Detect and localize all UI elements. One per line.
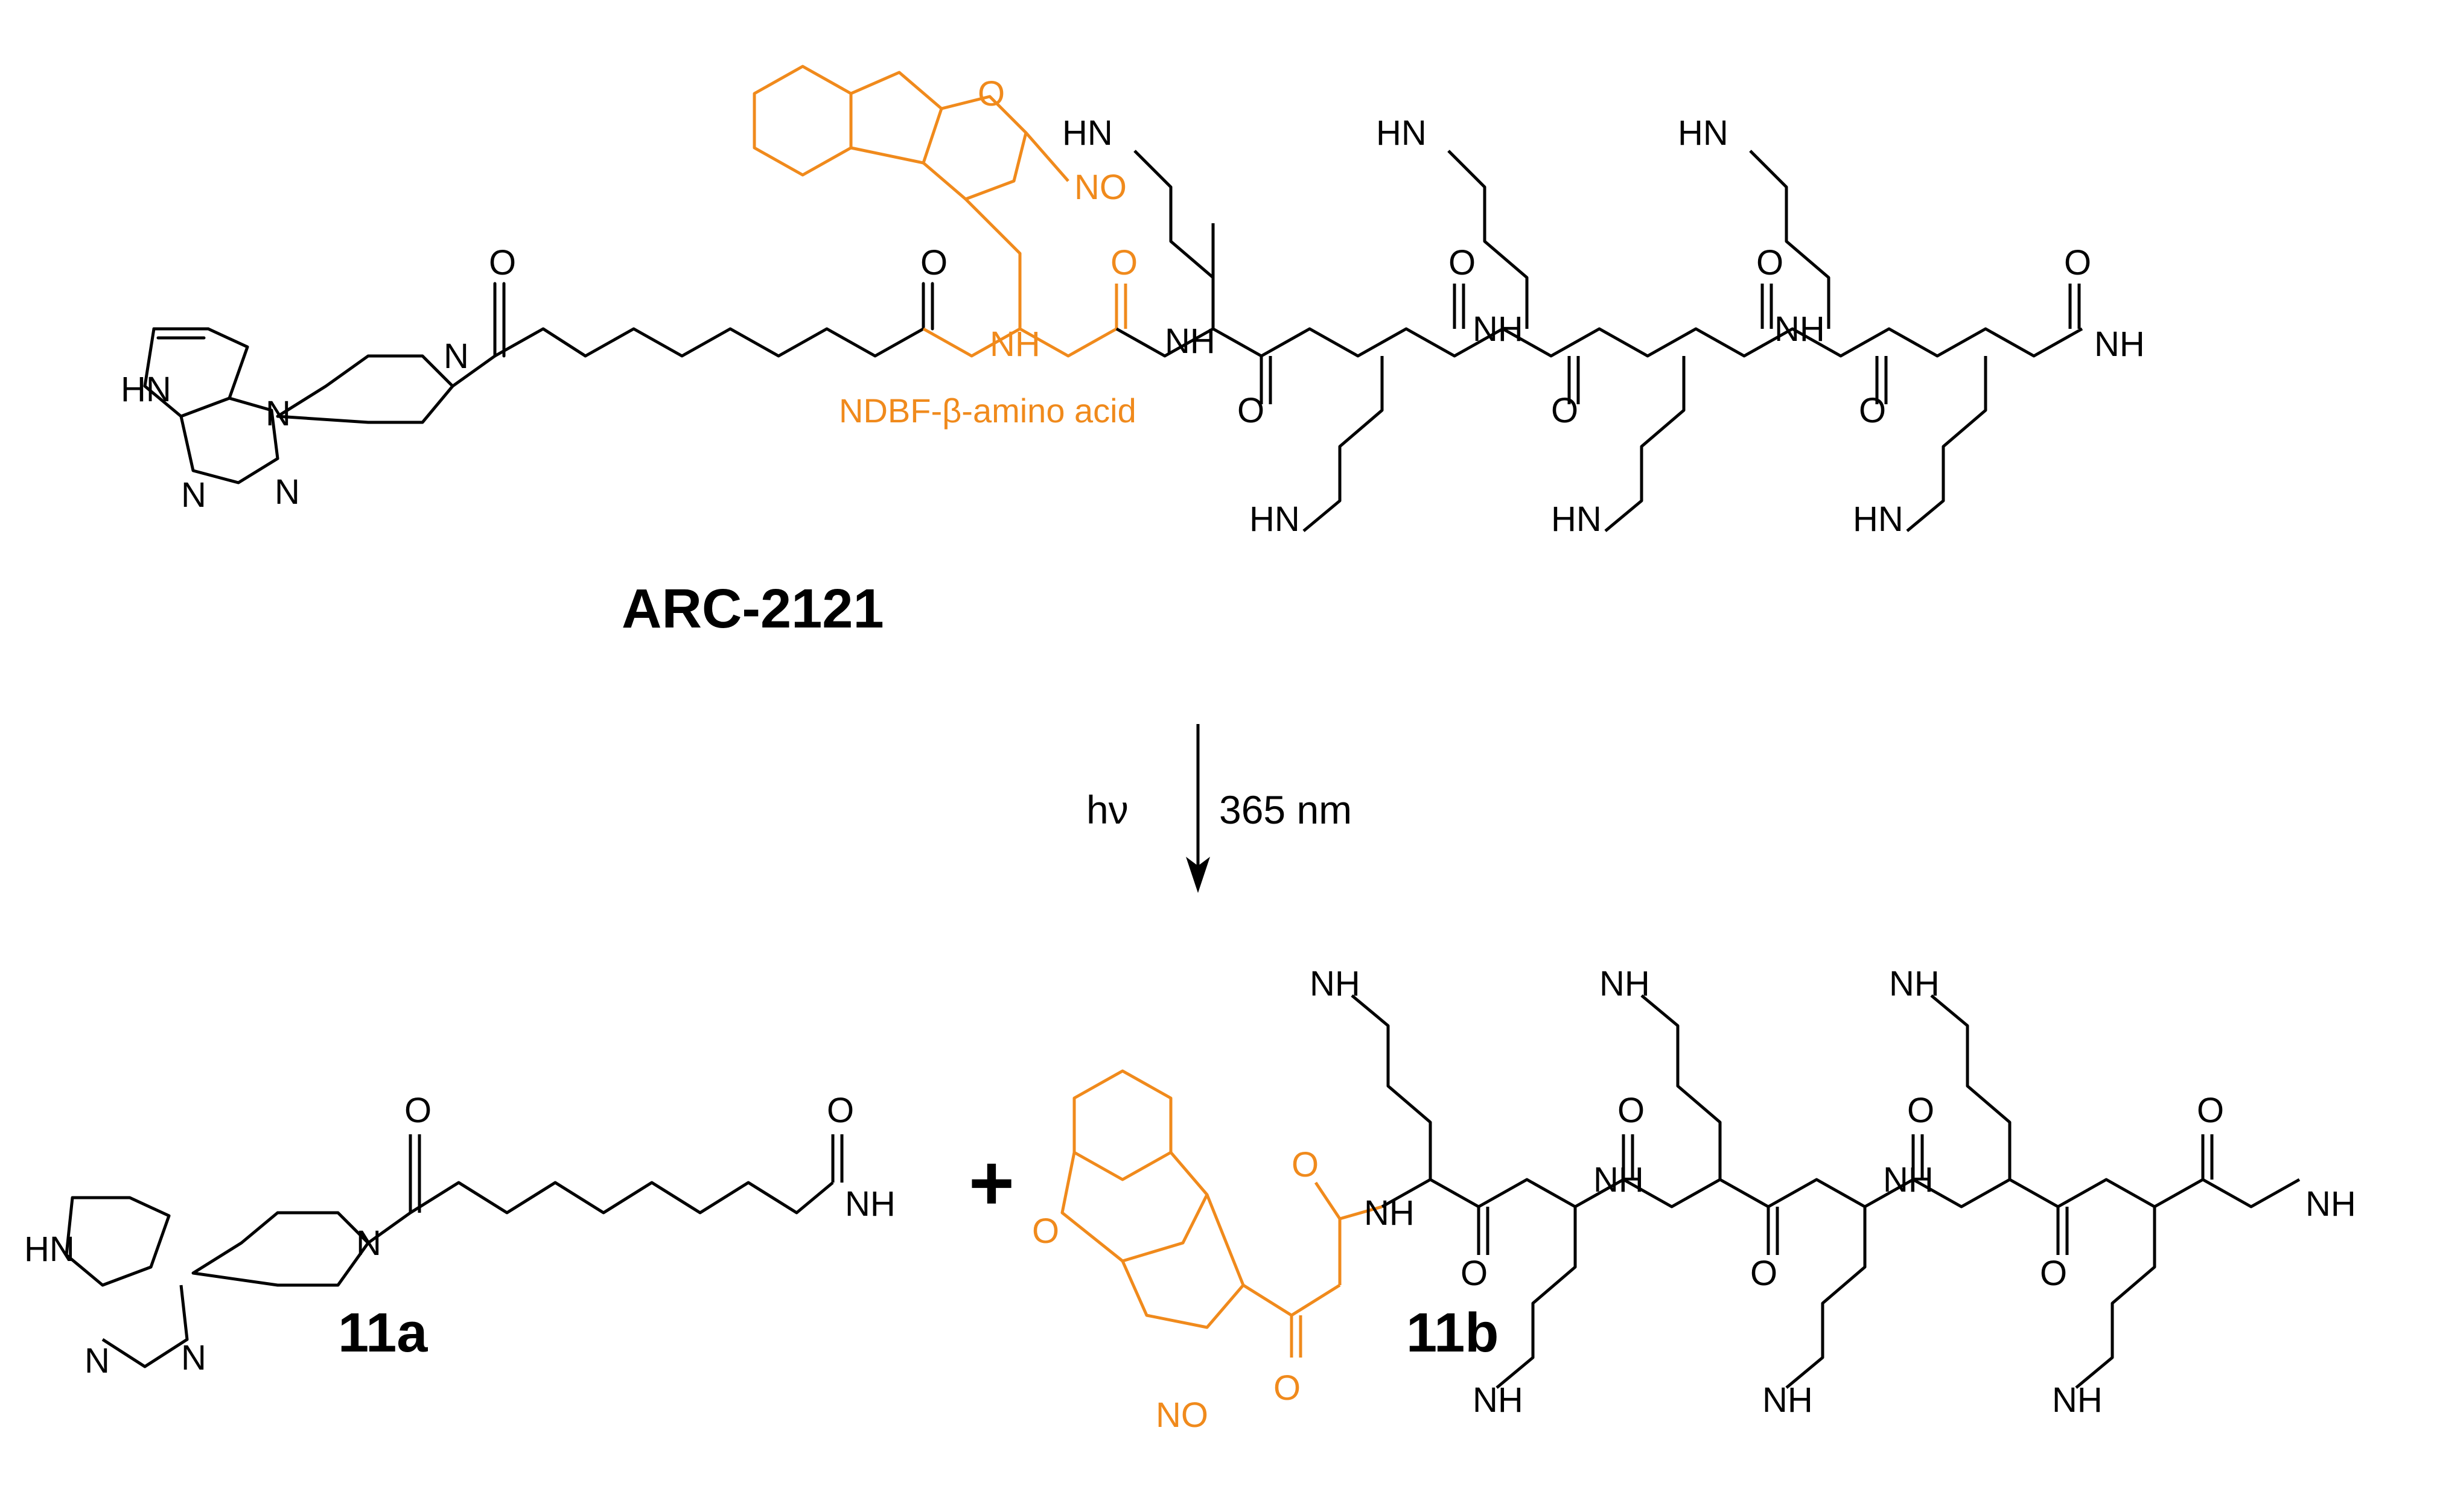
svg-text:NH: NH — [990, 325, 1040, 364]
plus-sign: + — [969, 1139, 1015, 1227]
svg-text:O: O — [1551, 391, 1578, 430]
atom-labels-top-orange: NH O NO O — [978, 74, 1138, 364]
svg-text:NH: NH — [1473, 1380, 1523, 1420]
svg-text:NO: NO — [1074, 168, 1127, 207]
svg-text:O: O — [404, 1091, 432, 1130]
svg-text:N: N — [444, 337, 469, 376]
condition-light: hν — [1086, 787, 1129, 832]
svg-text:NH: NH — [1593, 1160, 1644, 1199]
svg-text:O: O — [2040, 1254, 2067, 1293]
svg-text:O: O — [827, 1091, 854, 1130]
svg-text:O: O — [1750, 1254, 1777, 1293]
svg-text:NH: NH — [1889, 964, 1940, 1003]
reaction-arrow — [1186, 724, 1210, 893]
svg-text:HN: HN — [1376, 113, 1427, 153]
svg-text:O: O — [1907, 1091, 1934, 1130]
product-11a-structure — [65, 1134, 844, 1368]
svg-text:O: O — [978, 74, 1005, 113]
ndbf-fragment-bottom — [1060, 1069, 1383, 1358]
svg-text:HN: HN — [24, 1230, 75, 1269]
svg-text:O: O — [1756, 243, 1783, 282]
arc-2121-structure — [143, 282, 934, 484]
svg-text:NH: NH — [845, 1184, 896, 1224]
svg-text:NH: NH — [2305, 1184, 2356, 1224]
compound-label-arc-2121: ARC-2121 — [622, 578, 884, 640]
svg-text:N: N — [275, 472, 300, 512]
svg-text:N: N — [84, 1341, 110, 1380]
atom-labels-11b-orange: O O O NO — [1032, 1145, 1319, 1435]
svg-text:O: O — [1617, 1091, 1645, 1130]
svg-text:NH: NH — [1310, 964, 1360, 1003]
svg-text:O: O — [1859, 391, 1886, 430]
svg-text:N: N — [266, 394, 291, 433]
svg-text:NH: NH — [1762, 1380, 1813, 1420]
svg-text:O: O — [1292, 1145, 1319, 1184]
svg-text:HN: HN — [1249, 500, 1300, 539]
ndbf-fragment-top — [753, 65, 1127, 358]
svg-text:O: O — [920, 243, 948, 282]
ndbf-caption: NDBF-β-amino acid — [839, 392, 1136, 430]
svg-text:O: O — [1273, 1368, 1301, 1408]
svg-text:O: O — [1110, 243, 1138, 282]
atom-labels-11b: NH O NH O O NH O O O NH NH NH NH NH NH N… — [1310, 964, 2356, 1420]
svg-text:N: N — [181, 1338, 206, 1377]
atom-labels-top: HN N N N N O O NH O NH O O NH O O O NH H… — [121, 113, 2145, 539]
svg-text:O: O — [1461, 1254, 1488, 1293]
svg-text:O: O — [2197, 1091, 2224, 1130]
compound-label-11b: 11b — [1406, 1302, 1499, 1364]
svg-text:NH: NH — [1165, 322, 1215, 361]
svg-text:NH: NH — [1473, 310, 1523, 349]
svg-text:HN: HN — [1551, 500, 1602, 539]
svg-text:NH: NH — [2052, 1380, 2103, 1420]
compound-label-11a: 11a — [338, 1302, 428, 1364]
peptide-top — [1115, 150, 2083, 532]
svg-text:HN: HN — [1678, 113, 1728, 153]
svg-text:NH: NH — [1599, 964, 1650, 1003]
svg-text:NH: NH — [2094, 325, 2145, 364]
svg-text:NH: NH — [1364, 1193, 1415, 1233]
atom-labels-11a: HN N N N O O NH — [24, 1091, 896, 1380]
peptide-bottom — [1351, 994, 2301, 1389]
svg-text:O: O — [1237, 391, 1264, 430]
svg-text:O: O — [2064, 243, 2091, 282]
svg-text:O: O — [489, 243, 516, 282]
condition-wavelength: 365 nm — [1219, 787, 1352, 832]
svg-text:O: O — [1032, 1212, 1059, 1251]
svg-text:HN: HN — [1853, 500, 1903, 539]
svg-text:N: N — [356, 1224, 381, 1263]
svg-text:HN: HN — [121, 370, 171, 409]
svg-text:NO: NO — [1156, 1396, 1208, 1435]
svg-text:NH: NH — [1883, 1160, 1934, 1199]
svg-text:NH: NH — [1774, 310, 1825, 349]
svg-text:N: N — [181, 475, 206, 515]
svg-text:HN: HN — [1062, 113, 1113, 153]
svg-text:O: O — [1448, 243, 1476, 282]
